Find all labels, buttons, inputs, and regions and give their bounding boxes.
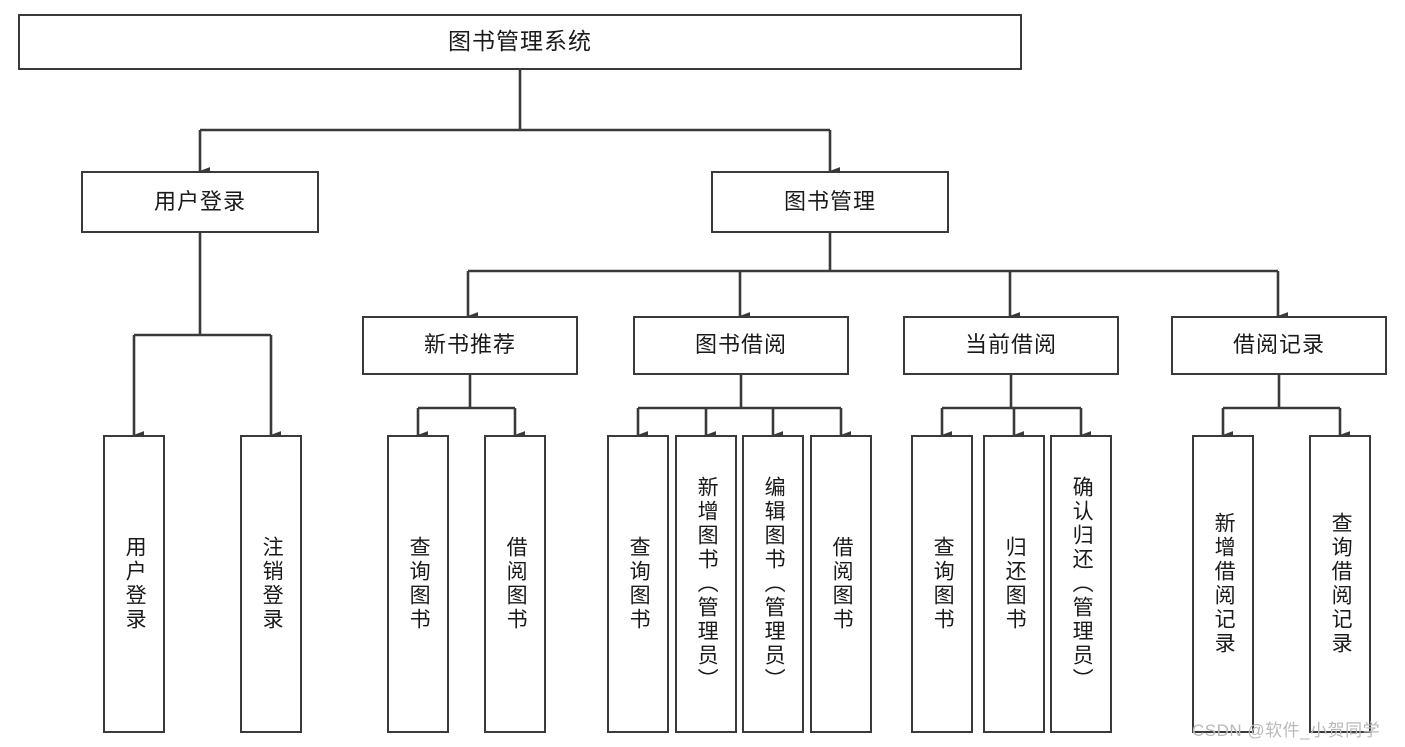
edge-paths (132, 70, 1351, 439)
node-book-manage[interactable]: 图书管理 (711, 171, 949, 233)
node-book-borrow[interactable]: 图书借阅 (633, 316, 849, 375)
node-leaf-borrow-book-2[interactable]: 借阅图书 (810, 435, 872, 733)
node-label: 编辑图书（管理员） (762, 476, 786, 692)
node-borrow-record[interactable]: 借阅记录 (1171, 316, 1387, 375)
node-label: 确认归还（管理员） (1070, 476, 1094, 692)
node-label: 借阅记录 (1232, 332, 1325, 358)
node-leaf-query-record[interactable]: 查询借阅记录 (1309, 435, 1371, 733)
node-label: 查询借阅记录 (1329, 512, 1353, 656)
node-label: 查询图书 (931, 536, 955, 632)
node-new-book-recommend[interactable]: 新书推荐 (362, 316, 578, 375)
node-label: 用户登录 (153, 188, 246, 214)
node-label: 查询图书 (407, 536, 431, 632)
node-leaf-add-record[interactable]: 新增借阅记录 (1192, 435, 1254, 733)
node-current-borrow[interactable]: 当前借阅 (903, 316, 1119, 375)
node-label: 借阅图书 (504, 536, 528, 632)
node-label: 新增图书（管理员） (695, 476, 719, 692)
node-leaf-confirm-return[interactable]: 确认归还（管理员） (1050, 435, 1112, 733)
node-leaf-query-book-2[interactable]: 查询图书 (607, 435, 669, 733)
node-label: 图书管理 (783, 188, 876, 214)
node-label: 用户登录 (123, 536, 147, 632)
node-leaf-logout[interactable]: 注销登录 (240, 435, 302, 733)
node-leaf-return-book[interactable]: 归还图书 (983, 435, 1045, 733)
node-label: 图书管理系统 (448, 28, 592, 55)
csdn-watermark: CSDN @软件_小贺同学 (1192, 721, 1381, 740)
node-leaf-borrow-book-1[interactable]: 借阅图书 (484, 435, 546, 733)
node-leaf-add-book[interactable]: 新增图书（管理员） (675, 435, 737, 733)
node-leaf-query-book-1[interactable]: 查询图书 (387, 435, 449, 733)
node-user-login[interactable]: 用户登录 (81, 171, 319, 233)
node-label: 图书借阅 (694, 332, 787, 358)
node-leaf-query-book-3[interactable]: 查询图书 (911, 435, 973, 733)
node-leaf-user-login[interactable]: 用户登录 (103, 435, 165, 733)
node-leaf-edit-book[interactable]: 编辑图书（管理员） (742, 435, 804, 733)
node-label: 查询图书 (627, 536, 651, 632)
node-label: 注销登录 (260, 536, 284, 632)
node-label: 借阅图书 (830, 536, 854, 632)
node-root[interactable]: 图书管理系统 (18, 14, 1022, 70)
node-label: 当前借阅 (964, 332, 1057, 358)
node-label: 新增借阅记录 (1212, 512, 1236, 656)
node-label: 新书推荐 (423, 332, 516, 358)
node-label: 归还图书 (1003, 536, 1027, 632)
